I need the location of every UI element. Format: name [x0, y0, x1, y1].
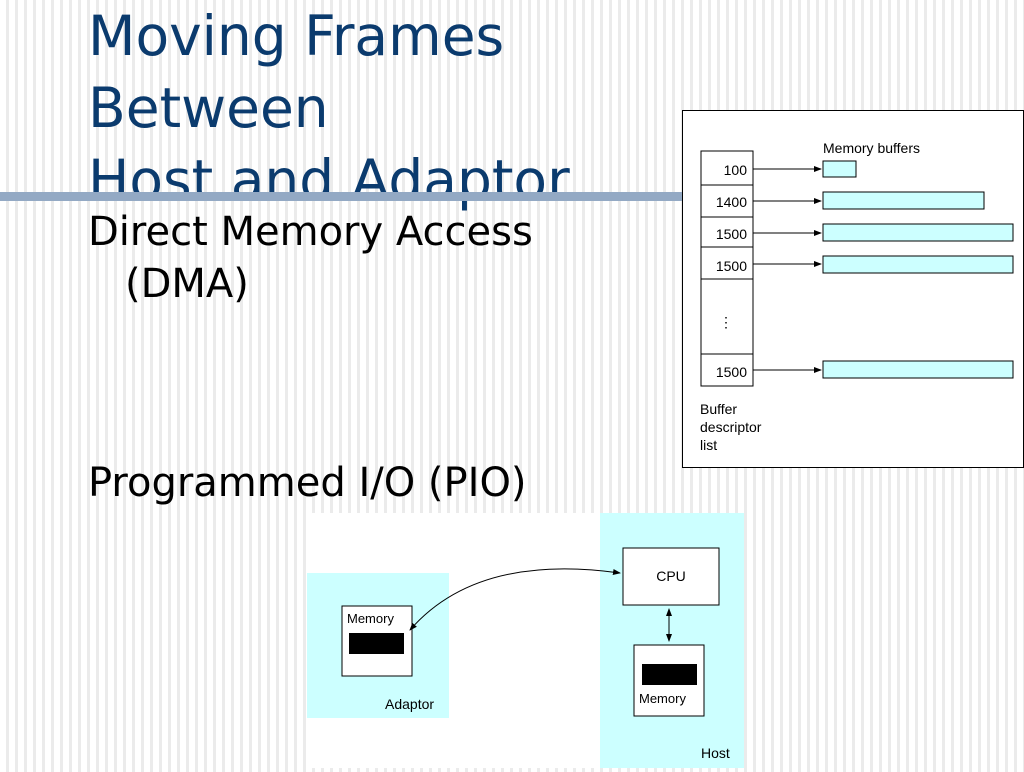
descriptor-entry: 100 — [724, 162, 748, 178]
bullet-pio: Programmed I/O (PIO) — [88, 457, 527, 509]
descriptor-ellipsis: ⋮ — [719, 314, 733, 330]
memory-buffer — [822, 255, 1014, 274]
pio-diagram-svg: Memory Adaptor CPU Memory Host — [307, 513, 744, 768]
bullet-dma: Direct Memory Access (DMA) — [88, 206, 533, 310]
memory-buffer — [822, 191, 985, 210]
title-line-1: Moving Frames Between — [88, 4, 505, 140]
title-divider — [0, 192, 1024, 201]
slide-title: Moving Frames Between Host and Adaptor — [88, 0, 688, 216]
host-label: Host — [701, 745, 730, 761]
adaptor-label: Adaptor — [385, 696, 434, 712]
host-memory-block — [642, 664, 697, 685]
bullet-pio-line-1: Programmed I/O (PIO) — [88, 460, 527, 506]
pio-diagram: Memory Adaptor CPU Memory Host — [307, 513, 744, 768]
descriptor-entry: 1500 — [716, 258, 747, 274]
list-label-line-1: Buffer — [700, 401, 737, 417]
memory-buffer — [822, 160, 857, 178]
host-memory-label: Memory — [639, 691, 686, 706]
title-line-2: Host and Adaptor — [88, 148, 570, 212]
cpu-box — [622, 547, 720, 606]
descriptor-entry: 1500 — [716, 226, 747, 242]
dma-diagram: Memory buffers 100 1400 1500 1500 1500 ⋮… — [682, 110, 1024, 468]
dma-diagram-svg: Memory buffers 100 1400 1500 1500 1500 ⋮… — [700, 140, 1014, 453]
adaptor-memory-label: Memory — [347, 611, 394, 626]
memory-buffers-label: Memory buffers — [823, 140, 920, 156]
adaptor-memory-block — [349, 633, 404, 654]
memory-buffer — [822, 360, 1014, 379]
bullet-dma-line-1: Direct Memory Access — [88, 209, 533, 255]
list-label-line-3: list — [700, 437, 717, 453]
memory-buffer — [822, 223, 1014, 242]
cpu-adaptor-arrow — [409, 568, 621, 631]
descriptor-entry: 1500 — [716, 364, 747, 380]
list-label-line-2: descriptor — [700, 419, 762, 435]
cpu-label: CPU — [656, 568, 686, 584]
descriptor-entry: 1400 — [716, 194, 747, 210]
descriptor-list-box — [700, 150, 754, 387]
bullet-dma-line-2: (DMA) — [125, 261, 249, 307]
